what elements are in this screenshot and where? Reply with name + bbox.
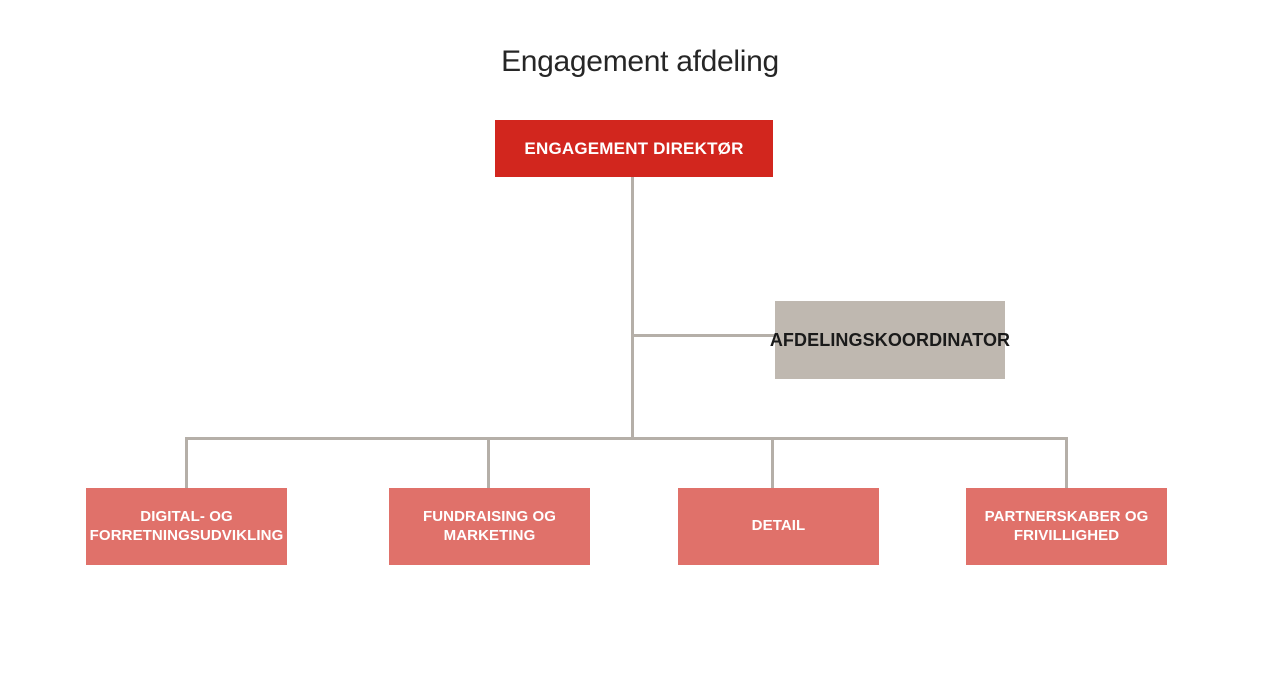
dept-node-fundraising-og-marketing: FUNDRAISING OG MARKETING (389, 488, 590, 565)
connector-coordinator-branch (631, 334, 775, 337)
connector-main-horizontal (185, 437, 1068, 440)
connector-drop-partnerships (1065, 440, 1068, 488)
connector-drop-detail (771, 440, 774, 488)
dept-node-partnerskaber-og-frivillighed: PARTNERSKABER OG FRIVILLIGHED (966, 488, 1167, 565)
director-node: ENGAGEMENT DIREKTØR (495, 120, 773, 177)
connector-drop-fundraising (487, 440, 490, 488)
chart-title: Engagement afdeling (501, 45, 779, 78)
coordinator-node: AFDELINGSKOORDINATOR (770, 301, 1010, 379)
connector-director-stem (631, 177, 634, 440)
dept-node-digital-og-forretningsudvikling: DIGITAL- OG FORRETNINGSUDVIKLING (86, 488, 287, 565)
dept-node-detail: DETAIL (678, 488, 879, 565)
connector-drop-digital (185, 440, 188, 488)
